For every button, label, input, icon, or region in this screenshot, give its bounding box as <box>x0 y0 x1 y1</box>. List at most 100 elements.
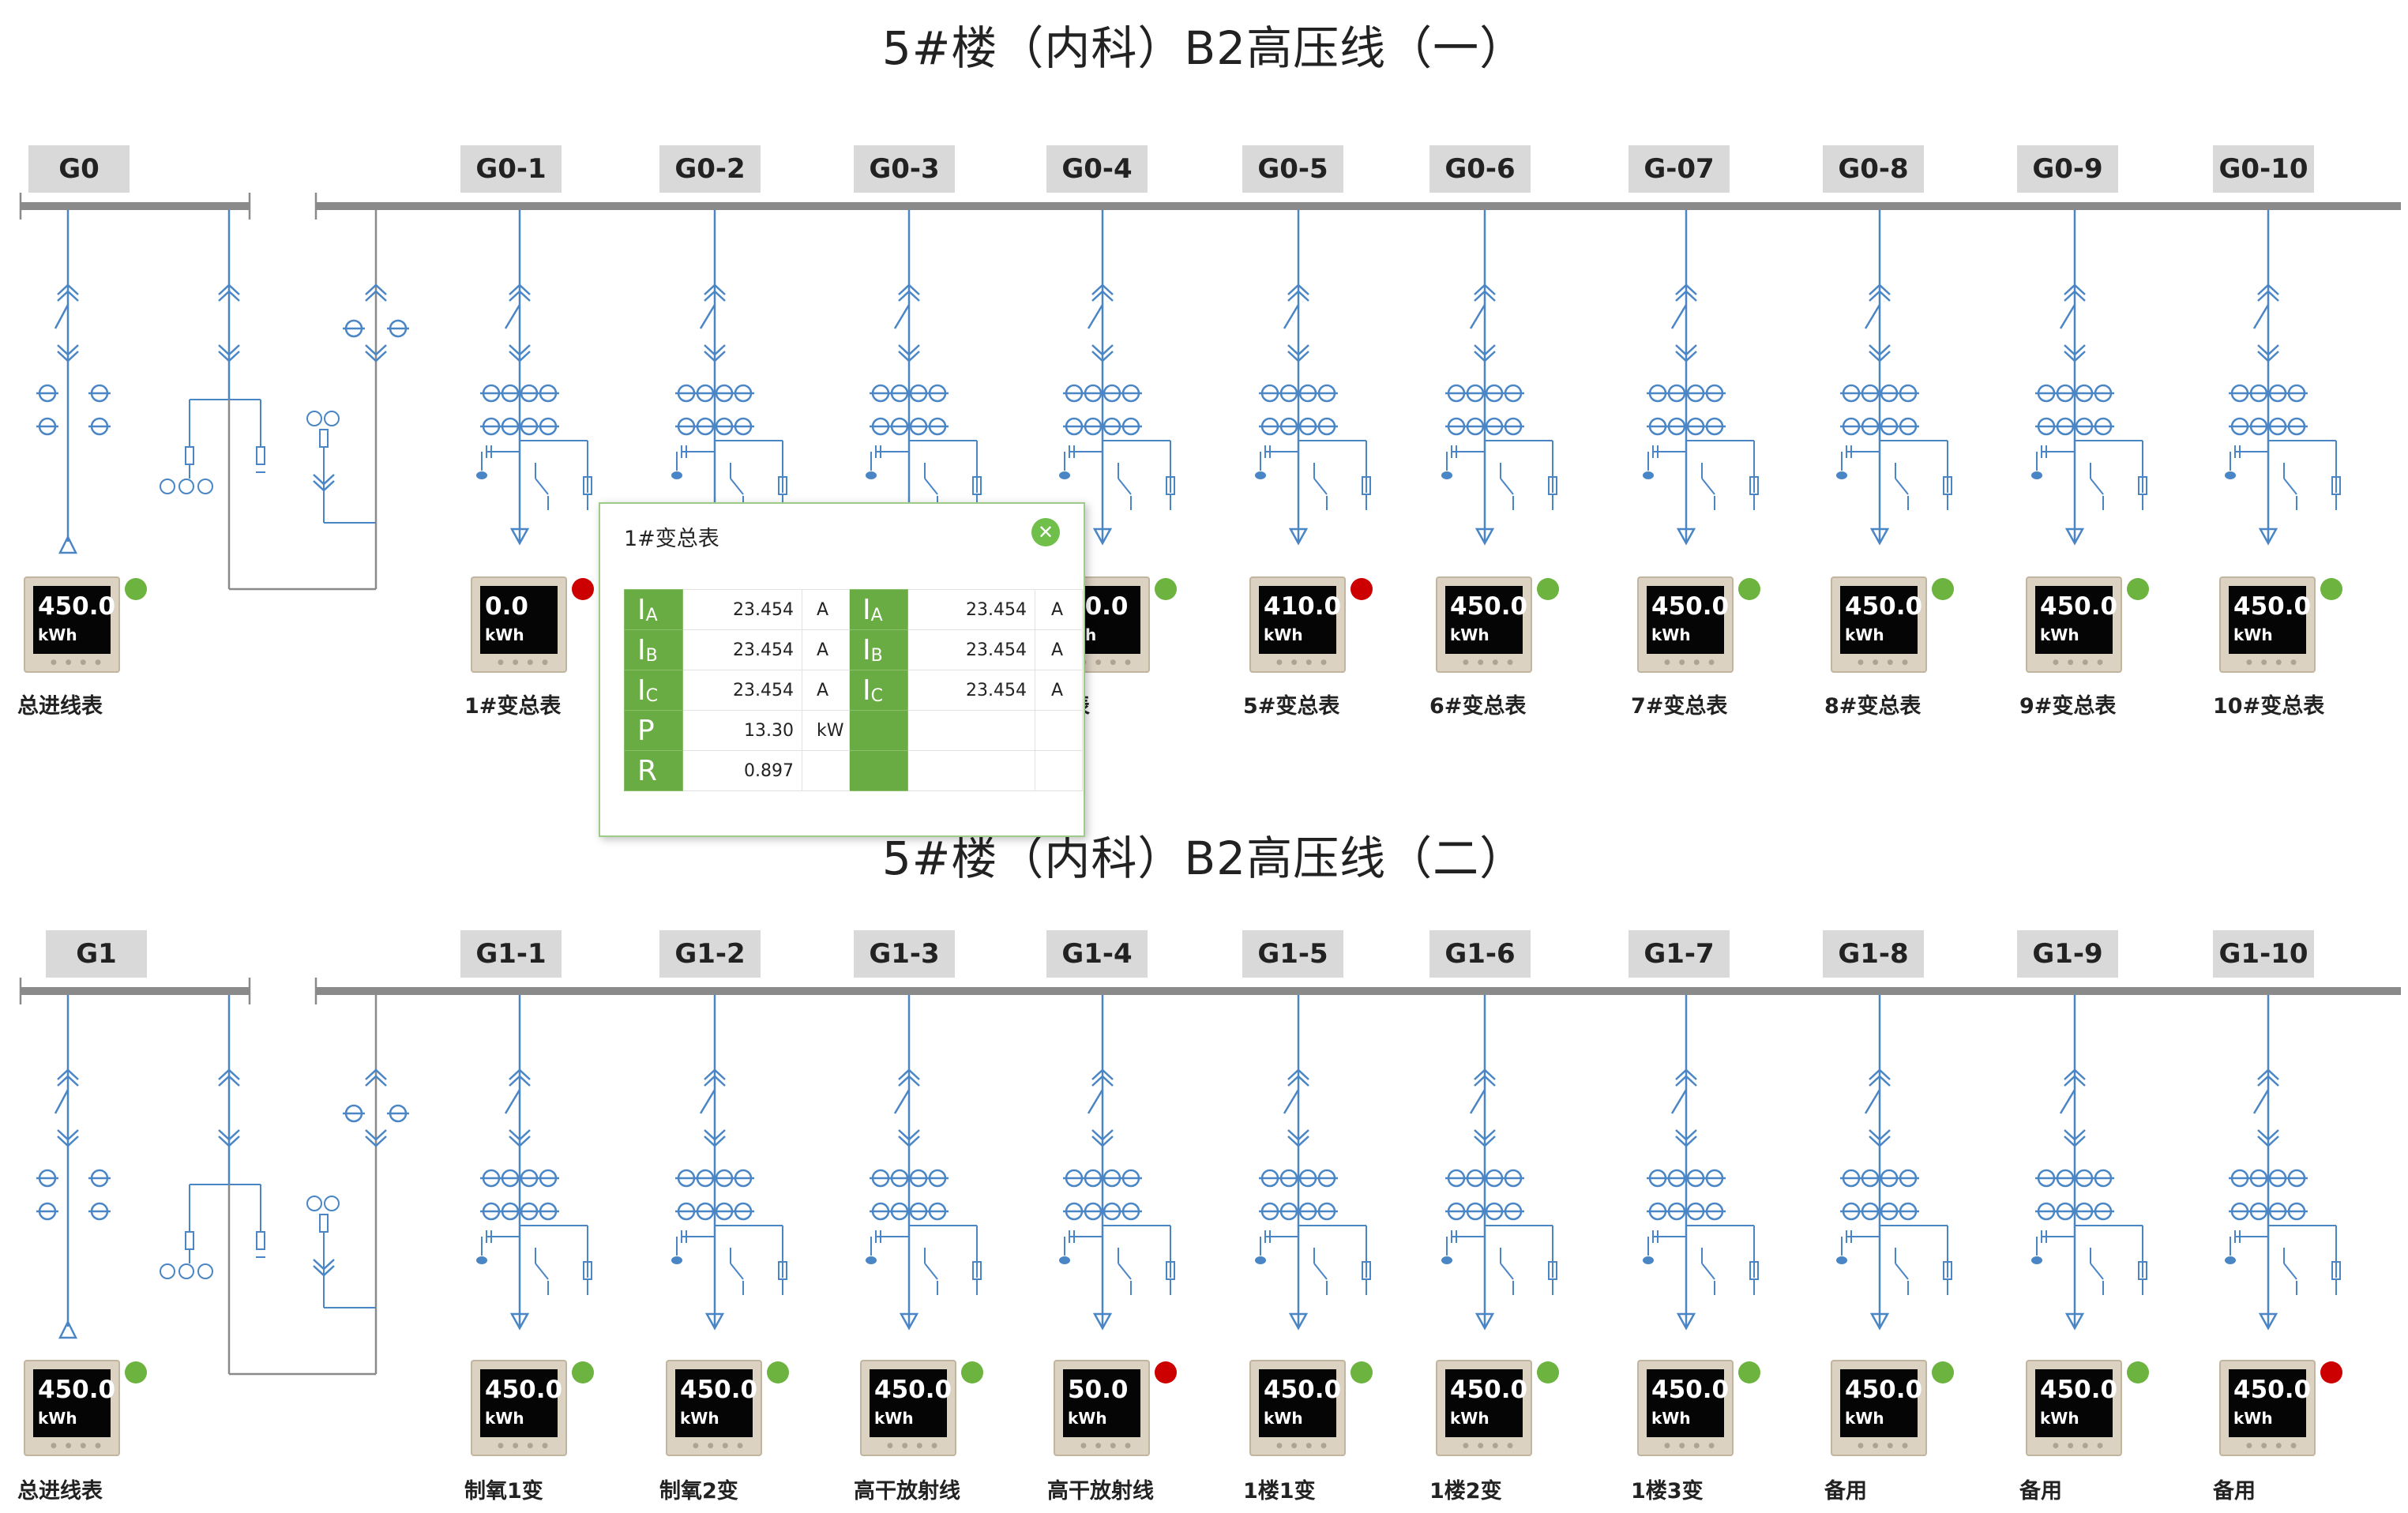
meter-buttons: ● ● ● ● <box>1463 659 1516 666</box>
row1-feeder-caption-10: 10#变总表 <box>2213 694 2325 719</box>
row1-feeder-tag-8: G0-8 <box>1823 145 1924 193</box>
row2-incoming-status-indicator <box>125 1361 147 1383</box>
reading-unit-2: A <box>1035 589 1083 630</box>
meter-buttons: ● ● ● ● <box>498 1442 551 1450</box>
reading-value-2: 23.454 <box>907 589 1035 630</box>
reading-label: IA <box>624 589 683 630</box>
reading-unit-2: A <box>1035 629 1083 670</box>
meter-value: 450.0 <box>1264 1376 1342 1404</box>
row2-feeder-7-status-indicator <box>1738 1361 1760 1383</box>
row1-feeder-tag-7: G-07 <box>1628 145 1730 193</box>
row1-feeder-8 <box>1836 210 1952 546</box>
meter-unit: kWh <box>1651 625 1691 644</box>
row1-incoming-status-indicator <box>125 578 147 600</box>
reading-phase: B <box>645 645 658 666</box>
meter-unit: kWh <box>1264 625 1303 644</box>
row1-incoming-bus <box>21 202 250 210</box>
reading-phase: A <box>645 605 658 625</box>
row1-feeder-caption-8: 8#变总表 <box>1824 694 1922 719</box>
row1-feeder-9 <box>2031 210 2147 546</box>
reading-phase-2: C <box>870 685 883 706</box>
section-title-2: 5#楼（内科）B2高压线（二） <box>881 832 1527 885</box>
reading-unit <box>802 750 850 791</box>
meter-buttons: ● ● ● ● <box>51 659 104 666</box>
close-icon[interactable]: ✕ <box>1031 518 1060 546</box>
meter-buttons: ● ● ● ● <box>1858 659 1911 666</box>
meter-unit: kWh <box>1845 1409 1884 1428</box>
meter-value: 50.0 <box>1068 1376 1129 1404</box>
meter-value: 450.0 <box>2233 592 2312 621</box>
reading-unit-2 <box>1035 750 1083 791</box>
row2-feeder-tag-1: G1-1 <box>460 930 562 978</box>
row2-feeder-caption-9: 备用 <box>2019 1479 2062 1504</box>
meter-value: 450.0 <box>485 1376 563 1404</box>
meter-value: 450.0 <box>1651 1376 1730 1404</box>
row2-feeder-2 <box>671 995 787 1331</box>
reading-symbol: I <box>637 633 646 666</box>
row1-incoming-cabinet <box>36 210 409 591</box>
row1-feeder-tag-2: G0-2 <box>659 145 761 193</box>
row2-feeder-10-status-indicator <box>2320 1361 2342 1383</box>
reading-label-2 <box>849 750 908 791</box>
meter-unit: kWh <box>680 1409 719 1428</box>
meter-unit: kWh <box>2040 625 2079 644</box>
meter-value: 450.0 <box>1450 592 1528 621</box>
reading-unit: A <box>802 670 850 711</box>
row1-feeder-caption-5: 5#变总表 <box>1243 694 1340 719</box>
meter-unit: kWh <box>2233 625 2273 644</box>
meter-value: 450.0 <box>38 1376 116 1404</box>
reading-symbol-2: I <box>862 674 871 707</box>
meter-unit: kWh <box>2233 1409 2273 1428</box>
meter-value: 450.0 <box>1845 592 1923 621</box>
row1-feeder-tag-4: G0-4 <box>1046 145 1148 193</box>
row1-feeder-tag-3: G0-3 <box>854 145 955 193</box>
reading-value-2: 23.454 <box>907 629 1035 670</box>
meter-value: 450.0 <box>1651 592 1730 621</box>
row2-feeder-caption-7: 1楼3变 <box>1631 1479 1704 1504</box>
reading-label: R <box>624 750 683 791</box>
reading-symbol: I <box>637 593 646 626</box>
row1-feeder-1 <box>476 210 592 546</box>
row2-feeder-7 <box>1643 995 1759 1331</box>
reading-label-2: IA <box>849 589 908 630</box>
row1-incoming-caption: 总进线表 <box>17 694 103 719</box>
reading-value: 23.454 <box>682 589 802 630</box>
row2-feeder-6 <box>1441 995 1557 1331</box>
reading-symbol: I <box>637 674 646 707</box>
row1-feeder-caption-6: 6#变总表 <box>1429 694 1527 719</box>
meter-unit: kWh <box>1651 1409 1691 1428</box>
reading-label-2 <box>849 710 908 751</box>
row1-feeder-1-status-indicator <box>572 578 594 600</box>
row2-feeder-1-status-indicator <box>572 1361 594 1383</box>
reading-value: 0.897 <box>682 750 802 791</box>
